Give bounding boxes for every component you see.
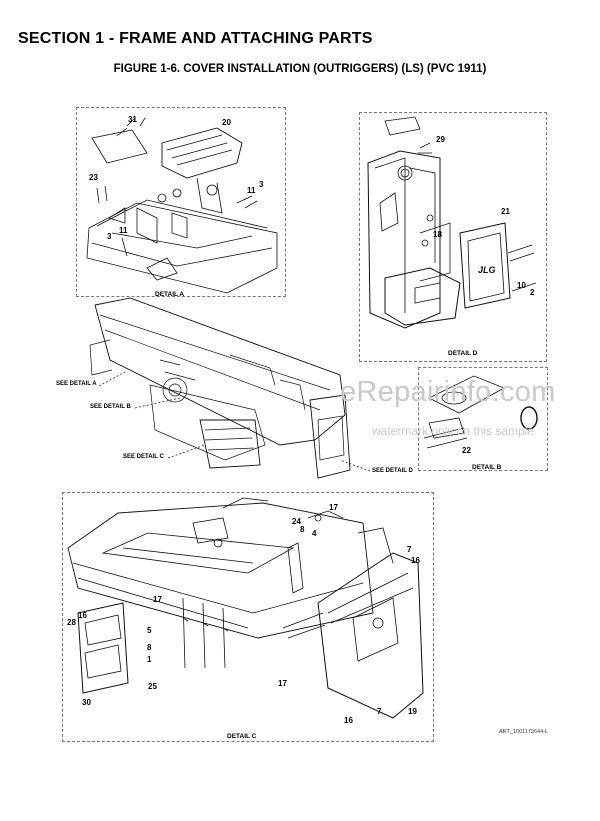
callout-25: 25 — [148, 682, 157, 691]
callout-3: 3 — [107, 232, 112, 241]
callout-31: 31 — [128, 115, 137, 124]
callout-21: 21 — [501, 207, 510, 216]
callout-16: 16 — [411, 556, 420, 565]
see-detail-b-link: SEE DETAIL B — [90, 404, 131, 410]
detail-c-drawing — [67, 497, 424, 719]
watermark-subtext: watermark only on this sample — [372, 424, 535, 438]
detail-b-drawing — [423, 375, 538, 449]
svg-text:JLG: JLG — [478, 265, 496, 275]
callout-8: 8 — [300, 525, 305, 534]
callout-16: 16 — [78, 611, 87, 620]
detail-d-label: DETAIL D — [448, 350, 478, 357]
see-detail-c-link: SEE DETAIL C — [123, 454, 164, 460]
callout-20: 20 — [222, 118, 231, 127]
callout-5: 5 — [147, 626, 152, 635]
figure-title: FIGURE 1-6. COVER INSTALLATION (OUTRIGGE… — [113, 63, 487, 75]
callout-19: 19 — [408, 707, 417, 716]
callout-16: 16 — [344, 716, 353, 725]
watermark-text: eRepairinfo.com — [340, 376, 556, 408]
callout-23: 23 — [89, 173, 98, 182]
callout-11: 11 — [119, 226, 128, 235]
callout-17: 17 — [278, 679, 287, 688]
callout-3: 3 — [259, 180, 264, 189]
callout-28: 28 — [67, 618, 76, 627]
detail-d-drawing: JLG — [367, 116, 537, 329]
callout-1: 1 — [147, 655, 152, 664]
callout-10: 10 — [517, 281, 526, 290]
detail-a-panel: 31 20 23 11 3 3 11 DETAIL A — [76, 107, 286, 298]
detail-c-label: DETAIL C — [227, 733, 257, 740]
callout-30: 30 — [82, 698, 91, 707]
detail-a-label: DETAIL A — [155, 291, 185, 298]
callout-7: 7 — [377, 707, 382, 716]
callout-11: 11 — [247, 186, 256, 195]
art-id: ART_1001172644-L — [499, 729, 549, 735]
callout-17: 17 — [329, 503, 338, 512]
detail-c-panel: 17 24 8 4 7 16 17 16 28 5 8 1 25 30 17 7… — [62, 492, 434, 742]
callout-24: 24 — [292, 517, 301, 526]
callout-22: 22 — [462, 446, 471, 455]
see-detail-d-link: SEE DETAIL D — [372, 468, 413, 474]
callout-2: 2 — [530, 288, 535, 297]
callout-4: 4 — [312, 529, 317, 538]
detail-d-panel: JLG 29 21 18 10 2 DETAIL D — [359, 112, 547, 362]
detail-b-panel: 22 DETAIL B — [418, 367, 548, 471]
see-detail-a-link: SEE DETAIL A — [56, 381, 97, 387]
detail-b-label: DETAIL B — [472, 464, 502, 471]
callout-29: 29 — [436, 135, 445, 144]
callout-18: 18 — [433, 230, 442, 239]
callout-17: 17 — [153, 595, 162, 604]
detail-a-drawing — [86, 117, 278, 294]
section-title: SECTION 1 - FRAME AND ATTACHING PARTS — [18, 30, 373, 47]
callout-7: 7 — [407, 545, 412, 554]
callout-8: 8 — [147, 643, 152, 652]
